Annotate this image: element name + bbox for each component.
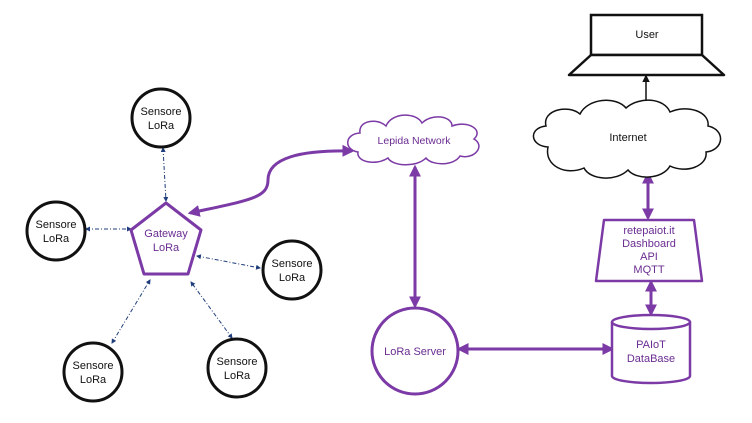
lepida-network-label: Lepida Network	[378, 135, 452, 147]
retepaiot-node: retepaiot.it Dashboard API MQTT	[594, 218, 704, 283]
retepaiot-label-1: retepaiot.it	[623, 225, 674, 237]
sensor-top-label-1: Sensore	[141, 106, 182, 118]
gateway-node: Gateway LoRa	[129, 201, 203, 276]
lepida-network-cloud: Lepida Network	[347, 114, 480, 166]
sensor-bottom-left: Sensore LoRa	[62, 341, 124, 403]
sensor-left-label-1: Sensore	[36, 219, 77, 231]
link-sensor-bottom-right-gateway	[190, 281, 233, 339]
sensor-bottom-right: Sensore LoRa	[206, 337, 268, 399]
sensor-top-label-2: LoRa	[148, 120, 175, 132]
sensor-bottom-left-label-1: Sensore	[73, 360, 114, 372]
retepaiot-label-4: MQTT	[633, 264, 664, 276]
sensor-left: Sensore LoRa	[25, 200, 87, 262]
sensor-bottom-right-label-1: Sensore	[217, 356, 258, 368]
lora-server-label: LoRa Server	[384, 346, 446, 358]
sensor-top: Sensore LoRa	[130, 87, 192, 149]
user-laptop: User	[567, 13, 726, 77]
sensor-bottom-left-label-2: LoRa	[80, 374, 107, 386]
retepaiot-label-3: API	[640, 251, 658, 263]
internet-label: Internet	[609, 132, 646, 144]
database-node: PAIoT DataBase	[610, 313, 692, 385]
retepaiot-label-2: Dashboard	[622, 238, 676, 250]
sensor-bottom-right-label-2: LoRa	[224, 370, 251, 382]
sensor-right-label-2: LoRa	[279, 272, 306, 284]
internet-cloud: Internet	[532, 99, 722, 179]
sensor-left-label-2: LoRa	[43, 233, 70, 245]
database-label-2: DataBase	[627, 353, 675, 365]
gateway-label-1: Gateway	[144, 228, 188, 240]
link-gateway-lepida	[187, 144, 355, 217]
sensor-right: Sensore LoRa	[261, 239, 323, 301]
sensor-right-label-1: Sensore	[272, 258, 313, 270]
link-sensor-right-gateway	[196, 254, 261, 270]
database-label-1: PAIoT	[636, 339, 666, 351]
gateway-label-2: LoRa	[153, 242, 180, 254]
user-label: User	[635, 29, 659, 41]
lora-server-node: LoRa Server	[370, 306, 460, 396]
link-sensor-bottom-left-gateway	[111, 279, 151, 344]
link-sensor-top-gateway	[160, 147, 169, 202]
